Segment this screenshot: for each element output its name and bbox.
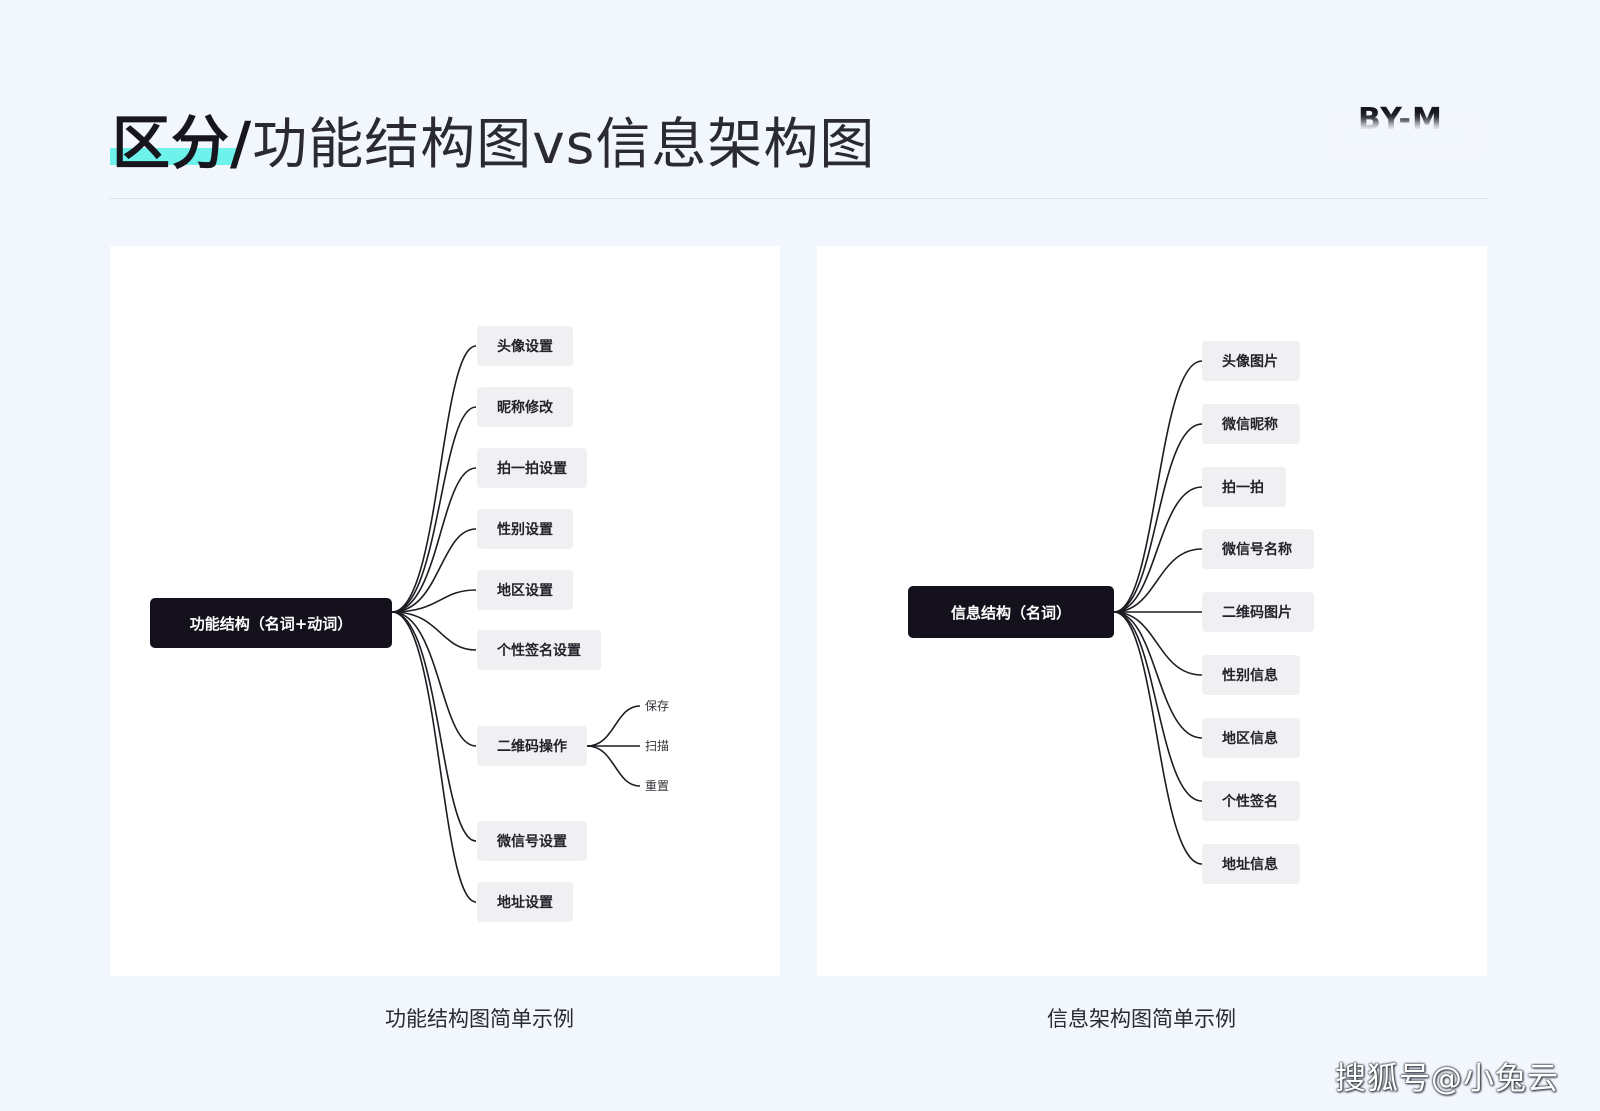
sub-connector-line [586, 705, 641, 747]
connector-line [1113, 611, 1203, 739]
branch-node: 头像设置 [477, 326, 573, 366]
function-structure-panel: 功能结构（名词+动词） 头像设置 昵称修改 拍一拍设置 性别设置 地区设置 个性… [110, 246, 780, 976]
connector-line [391, 611, 477, 651]
information-root-node: 信息结构（名词） [908, 586, 1114, 638]
branch-node: 头像图片 [1202, 341, 1300, 381]
connector-line [391, 345, 477, 613]
sub-branch-node: 重置 [645, 779, 670, 793]
function-structure-connectors [391, 345, 641, 903]
information-structure-caption: 信息架构图简单示例 [1047, 1007, 1236, 1031]
header-divider [110, 198, 1488, 199]
branch-node: 个性签名设置 [477, 630, 601, 670]
branch-node: 地址设置 [477, 882, 573, 922]
title-highlight-bar [110, 148, 238, 165]
page-title: 区分/功能结构图vs信息架构图 [110, 96, 876, 177]
sub-branch-node: 保存 [645, 699, 670, 713]
connector-line [391, 467, 477, 613]
title-strong: 区分/ [112, 109, 253, 177]
brand-fade [1335, 122, 1475, 150]
sub-branch-node: 扫描 [645, 739, 670, 753]
function-root-node: 功能结构（名词+动词） [150, 598, 392, 648]
connector-line [391, 589, 477, 613]
connector-line [391, 611, 477, 747]
sub-connector-line [586, 745, 641, 787]
branch-node: 昵称修改 [477, 387, 573, 427]
branch-node: 微信号设置 [477, 821, 587, 861]
branch-node: 二维码操作 [477, 726, 587, 766]
connector-line [391, 406, 477, 613]
watermark: 搜狐号@小兔云 [1335, 1061, 1559, 1097]
branch-node: 地区设置 [477, 570, 573, 610]
branch-node: 个性签名 [1202, 781, 1300, 821]
branch-node: 拍一拍 [1202, 467, 1286, 507]
branch-node: 拍一拍设置 [477, 448, 587, 488]
function-structure-caption: 功能结构图简单示例 [385, 1007, 574, 1031]
branch-node: 地区信息 [1202, 718, 1300, 758]
branch-node: 性别信息 [1202, 655, 1300, 695]
branch-node: 微信昵称 [1202, 404, 1300, 444]
connector-line [1113, 611, 1203, 676]
connector-line [1113, 360, 1203, 613]
connector-line [1113, 423, 1203, 613]
connector-line [1113, 548, 1203, 613]
branch-node: 二维码图片 [1202, 592, 1314, 632]
connector-line [1113, 611, 1203, 865]
branch-node: 地址信息 [1202, 844, 1300, 884]
branch-node: 微信号名称 [1202, 529, 1314, 569]
connector-line [1113, 486, 1203, 613]
connector-line [391, 611, 477, 903]
branch-node: 性别设置 [477, 509, 573, 549]
connector-line [391, 611, 477, 842]
title-rest: 功能结构图vs信息架构图 [252, 112, 876, 176]
connector-line [391, 528, 477, 613]
information-structure-panel: 信息结构（名词） 头像图片 微信昵称 拍一拍 微信号名称 二维码图片 性别信息 … [817, 246, 1487, 976]
connector-line [1113, 611, 1203, 802]
information-structure-connectors [1113, 360, 1203, 865]
